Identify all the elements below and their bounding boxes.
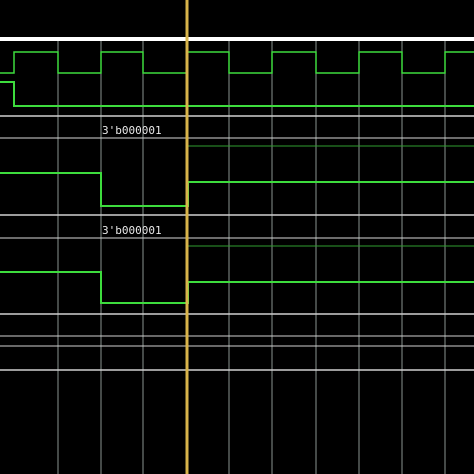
signal-c-trace — [0, 172, 474, 207]
bus-2-waveform[interactable]: 3'b000001 — [0, 224, 474, 247]
signal-e-waveform[interactable] — [0, 271, 474, 304]
signal-a-waveform[interactable] — [0, 81, 474, 107]
bus-2-value-label: 3'b000001 — [102, 224, 162, 237]
signal-e-trace — [0, 271, 474, 304]
signal-a-trace — [0, 81, 474, 107]
timeline-header-bar — [0, 37, 474, 41]
bus-1-waveform[interactable]: 3'b000001 — [0, 124, 474, 147]
signal-c-waveform[interactable] — [0, 172, 474, 207]
clock-waveform[interactable] — [0, 51, 474, 74]
clock-high-segment — [0, 51, 474, 74]
time-grid — [57, 40, 446, 474]
bus-1-value-label: 3'b000001 — [102, 124, 162, 137]
